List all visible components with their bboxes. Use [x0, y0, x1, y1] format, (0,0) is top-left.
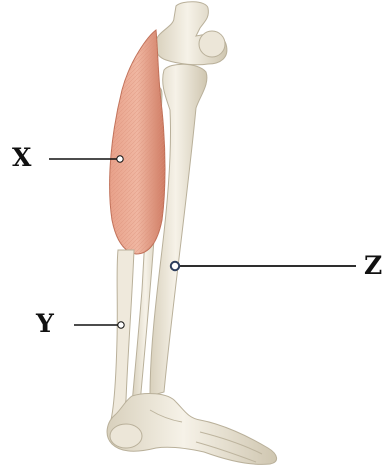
marker-y: [118, 322, 124, 328]
label-z: Z: [364, 253, 382, 278]
marker-x: [117, 156, 123, 162]
muscle-x: [110, 30, 165, 254]
femur-distal-end: [155, 2, 227, 65]
label-y: Y: [36, 311, 54, 336]
marker-z: [171, 262, 179, 270]
label-x: X: [12, 145, 31, 170]
foot-bones: [107, 394, 277, 465]
